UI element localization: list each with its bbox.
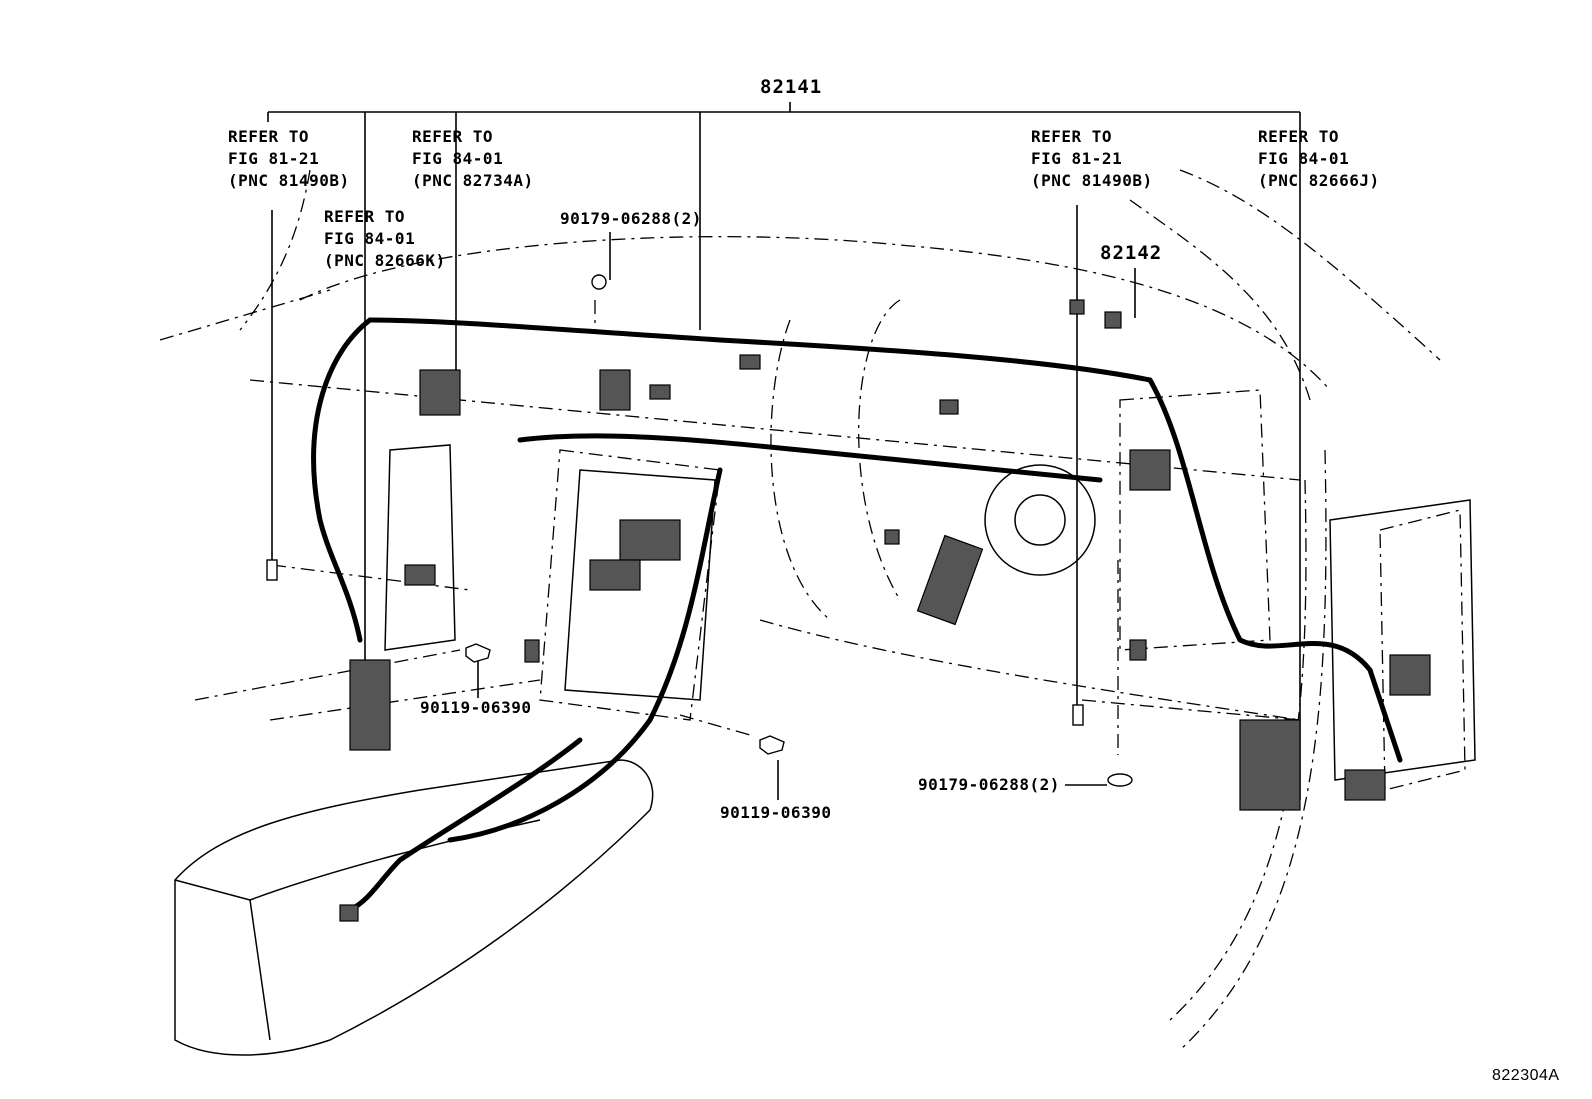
connector-block xyxy=(339,904,359,922)
left-fastener-dashed xyxy=(271,564,471,591)
ref-callout-3-line1: REFER TO xyxy=(324,207,406,226)
grommet-right xyxy=(1072,704,1084,726)
pillar-right-inner xyxy=(1169,479,1307,1021)
glovebox-outline xyxy=(1119,389,1271,651)
ref-callout-1-line2: FIG 81-21 xyxy=(228,149,320,168)
ref-callout-3-line3: (PNC 82666K) xyxy=(324,251,446,270)
lower-dash-outline xyxy=(759,619,1301,721)
steering-column-outline xyxy=(770,299,901,621)
connector-block xyxy=(419,369,461,416)
ref-callout-5-line2: FIG 84-01 xyxy=(1258,149,1350,168)
ref-callout-2-line2: FIG 84-01 xyxy=(412,149,504,168)
bolt-left-part-number: 90119-06390 xyxy=(420,698,532,717)
connector-block xyxy=(619,519,681,561)
clip-bottom-shape xyxy=(1107,773,1133,787)
console-harness xyxy=(347,737,583,913)
connector-block xyxy=(884,529,900,545)
connector-block xyxy=(1129,449,1171,491)
ref-callout-4-line3: (PNC 81490B) xyxy=(1031,171,1153,190)
ref-callout-1-line1: REFER TO xyxy=(228,127,310,146)
connector-block xyxy=(599,369,631,411)
main-harness-left-drop xyxy=(311,317,373,643)
connector-block xyxy=(404,564,436,586)
bolt-center-part-number: 90119-06390 xyxy=(720,803,832,822)
kick-panel-right xyxy=(1379,509,1466,791)
dashboard-top-outline xyxy=(299,236,1331,391)
bolt-center-shape xyxy=(759,735,785,755)
center-stack-frame xyxy=(564,469,716,701)
bolt-left-shape xyxy=(465,643,491,663)
connector-block xyxy=(1069,299,1085,315)
steering-hub xyxy=(984,464,1096,576)
right-fastener-dashed xyxy=(1081,699,1301,721)
connector-block xyxy=(1129,639,1147,661)
dash-mid-harness xyxy=(517,433,1103,483)
clip-bottom-part-number: 90179-06288(2) xyxy=(918,775,1060,794)
ref-callout-4-line1: REFER TO xyxy=(1031,127,1113,146)
connector-block xyxy=(649,384,671,400)
connector-block xyxy=(524,639,540,663)
center-harness-drop xyxy=(447,467,723,843)
ref-callout-5-line3: (PNC 82666J) xyxy=(1258,171,1380,190)
connector-block xyxy=(1389,654,1431,696)
clip-top-part-number: 90179-06288(2) xyxy=(560,209,702,228)
clip-top-shape xyxy=(591,274,607,290)
steering-hub-inner xyxy=(1014,494,1066,546)
console-armrest xyxy=(174,879,271,1041)
connector-block xyxy=(1344,769,1386,801)
windshield-left xyxy=(159,169,331,341)
pillar-right-outline xyxy=(1179,449,1327,1051)
connector-block xyxy=(1239,719,1301,811)
sub-part-number: 82142 xyxy=(1100,242,1163,264)
center-console xyxy=(174,759,654,1056)
connector-block xyxy=(939,399,959,415)
connector-block xyxy=(739,354,761,370)
ref-callout-4-line2: FIG 81-21 xyxy=(1031,149,1123,168)
connector-block xyxy=(916,534,984,626)
ref-callout-2-line1: REFER TO xyxy=(412,127,494,146)
left-door-panel xyxy=(384,444,456,651)
main-part-number: 82141 xyxy=(760,76,823,98)
figure-id: 822304A xyxy=(1492,1067,1560,1084)
ref-callout-2-line3: (PNC 82734A) xyxy=(412,171,534,190)
windshield-right xyxy=(1129,169,1441,401)
door-left-outline xyxy=(194,649,541,721)
connector-block xyxy=(589,559,641,591)
ref-callout-5-line1: REFER TO xyxy=(1258,127,1340,146)
connector-block xyxy=(349,659,391,751)
main-harness-top xyxy=(367,317,1153,383)
connector-block xyxy=(1104,311,1122,329)
bolt-dashed-leader xyxy=(679,714,751,736)
ref-callout-1-line3: (PNC 81490B) xyxy=(228,171,350,190)
right-harness-drop xyxy=(1147,377,1403,763)
right-side-frame xyxy=(1329,499,1476,781)
ref-callout-3-line2: FIG 84-01 xyxy=(324,229,416,248)
main-part-bracket xyxy=(267,102,1301,800)
center-stack-outline xyxy=(539,449,721,721)
grommet-left xyxy=(266,559,278,581)
